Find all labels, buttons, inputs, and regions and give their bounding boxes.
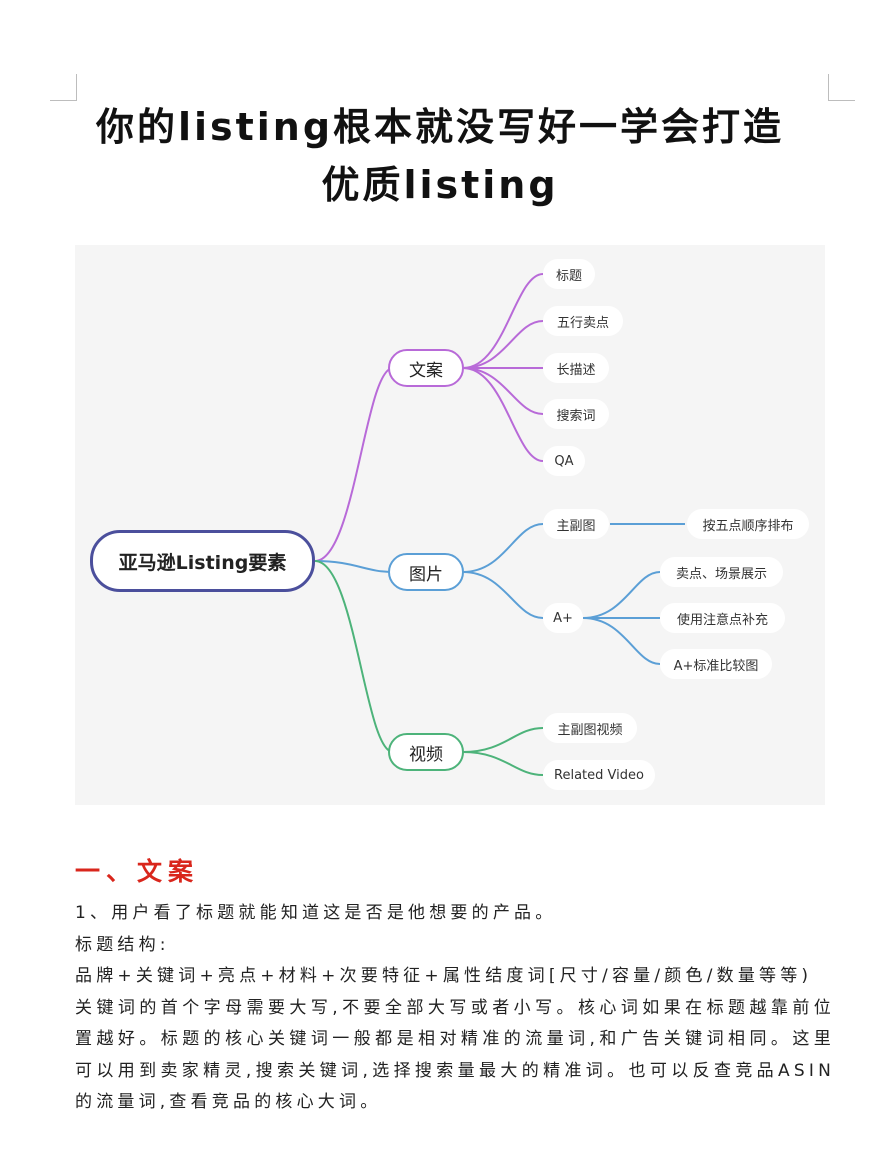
connector-aplus-2 — [582, 617, 661, 665]
section-paragraph-2: 标题结构: — [75, 934, 170, 955]
leaf-label: 搜索词 — [556, 408, 596, 424]
branch-label: 文案 — [409, 360, 443, 381]
section-copywriting: 一、文案 1、用户看了标题就能知道这是否是他想要的产品。 标题结构: 品牌+关键… — [75, 852, 835, 1119]
leaf-label: A+ — [553, 610, 573, 626]
mindmap-root-node: 亚马逊Listing要素 — [90, 530, 315, 592]
page-title: 你的listing根本就没写好一学会打造 优质listing — [60, 98, 820, 214]
leaf-label: 标题 — [555, 268, 582, 284]
mindmap-leaf-maidian-changjing: 卖点、场景展示 — [660, 557, 783, 587]
connector-root-shipin — [314, 560, 394, 753]
leaf-label: 按五点顺序排布 — [702, 518, 794, 534]
leaf-label: 卖点、场景展示 — [675, 566, 767, 582]
mindmap-branch-wenan: 文案 — [388, 349, 464, 387]
branch-label: 视频 — [409, 744, 443, 765]
leaf-label: 长描述 — [556, 362, 596, 378]
mindmap-leaf-changmiaoshu: 长描述 — [543, 353, 609, 383]
mindmap-branch-tupian: 图片 — [388, 553, 464, 591]
section-paragraph-4: 关键词的首个字母需要大写,不要全部大写或者小写。核心词如果在标题越靠前位置越好。… — [75, 997, 835, 1113]
connector-shipin-0 — [462, 727, 544, 753]
mindmap-leaf-related-video: Related Video — [543, 760, 655, 790]
page-title-line-1: 你的listing根本就没写好一学会打造 — [95, 105, 785, 149]
mindmap-leaf-zhufutu: 主副图 — [543, 509, 609, 539]
section-paragraph-1: 1、用户看了标题就能知道这是否是他想要的产品。 — [75, 903, 557, 923]
mindmap-root-label: 亚马逊Listing要素 — [118, 551, 287, 574]
connector-aplus-0 — [582, 571, 661, 619]
connector-tupian-1 — [462, 571, 544, 619]
leaf-label: Related Video — [554, 767, 644, 783]
mindmap-leaf-wudian-paibu: 按五点顺序排布 — [687, 509, 809, 539]
leaf-label: A+标准比较图 — [673, 658, 759, 674]
page-corner-mark-left — [50, 74, 77, 101]
mindmap-leaf-zhufutu-shipin: 主副图视频 — [543, 713, 637, 743]
leaf-label: QA — [554, 453, 574, 469]
section-heading: 一、文案 — [75, 857, 200, 886]
mindmap-leaf-biaoti: 标题 — [543, 259, 595, 289]
branch-label: 图片 — [409, 564, 443, 585]
connector-wenan-4 — [462, 367, 544, 462]
connector-wenan-3 — [462, 367, 544, 415]
leaf-label: 使用注意点补充 — [676, 612, 768, 628]
leaf-label: 主副图视频 — [557, 722, 623, 738]
connector-shipin-1 — [462, 751, 544, 776]
connector-wenan-1 — [462, 320, 544, 369]
page-title-line-2: 优质listing — [321, 163, 559, 207]
mindmap-leaf-shiyong-zhuyi: 使用注意点补充 — [660, 603, 785, 633]
connector-root-wenan — [314, 367, 394, 562]
mindmap-leaf-aplus: A+ — [543, 603, 583, 633]
mindmap-diagram: 亚马逊Listing要素 文案 图片 视频 标题 五行卖点 长描述 搜索词 QA… — [75, 245, 825, 805]
mindmap-leaf-sousuoci: 搜索词 — [543, 399, 609, 429]
leaf-label: 主副图 — [556, 518, 596, 534]
connector-wenan-0 — [462, 273, 544, 369]
mindmap-leaf-wuhang: 五行卖点 — [543, 306, 623, 336]
connector-root-tupian — [314, 560, 394, 573]
connector-tupian-0 — [462, 523, 544, 573]
leaf-label: 五行卖点 — [556, 315, 609, 331]
mindmap-connectors — [314, 273, 685, 776]
page-corner-mark-right — [828, 74, 855, 101]
mindmap-leaf-aplus-bijiao: A+标准比较图 — [660, 649, 772, 679]
mindmap-leaf-qa: QA — [543, 446, 585, 476]
section-paragraph-3: 品牌+关键词+亮点+材料+次要特征+属性结度词[尺寸/容量/颜色/数量等等) — [75, 966, 813, 986]
mindmap-branch-shipin: 视频 — [388, 733, 464, 771]
